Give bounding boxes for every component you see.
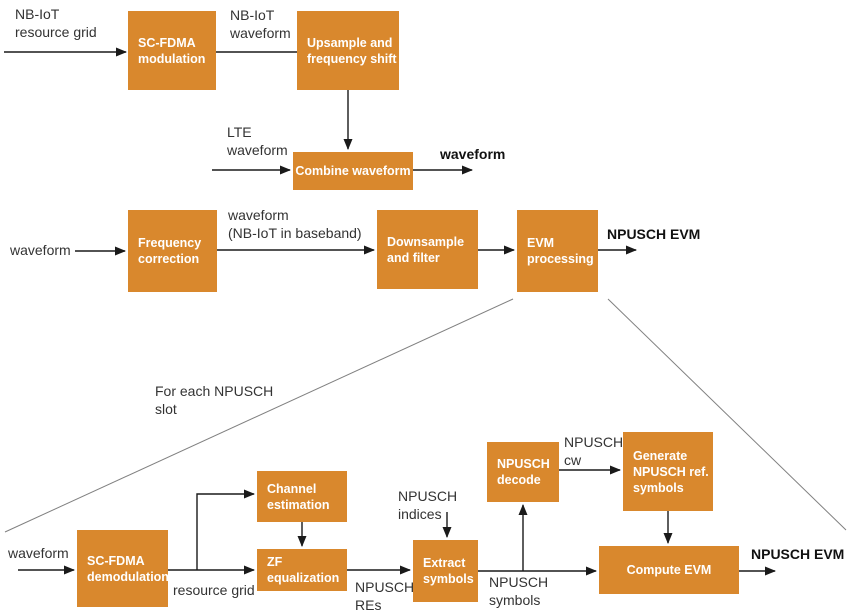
block-evm-processing-label: EVM processing — [527, 236, 594, 266]
label-npusch-res: NPUSCH REs — [355, 579, 415, 611]
label-npusch-symbols: NPUSCH symbols — [489, 574, 549, 608]
block-frequency-correction: Frequency correction — [128, 210, 217, 292]
block-npusch-decode: NPUSCH decode — [487, 442, 559, 502]
block-channel-estimation: Channel estimation — [257, 471, 347, 522]
block-evm-processing: EVM processing — [517, 210, 598, 292]
block-sc-fdma-modulation-label: SC-FDMA modulation — [138, 35, 206, 66]
label-combined-waveform: waveform — [440, 146, 506, 162]
block-sc-fdma-demodulation-label: SC-FDMA demodulation — [87, 553, 169, 584]
block-combine-waveform: Combine waveform — [293, 152, 413, 190]
label-npusch-cw: NPUSCH cw — [564, 434, 624, 468]
block-sc-fdma-modulation: SC-FDMA modulation — [128, 11, 216, 90]
block-sc-fdma-demodulation: SC-FDMA demodulation — [77, 530, 169, 607]
block-downsample-filter-label: Downsample and filter — [387, 234, 465, 265]
label-waveform-baseband: waveform (NB-IoT in baseband) — [228, 207, 362, 241]
block-upsample-frequency-shift: Upsample and frequency shift — [297, 11, 399, 90]
block-generate-npusch-ref-symbols: Generate NPUSCH ref. symbols — [623, 432, 713, 511]
label-nbiot-waveform: NB-IoT waveform — [230, 7, 291, 41]
label-nbiot-resource-grid: NB-IoT resource grid — [15, 6, 97, 40]
block-combine-waveform-label: Combine waveform — [295, 164, 411, 178]
label-resource-grid: resource grid — [173, 582, 255, 598]
expand-line-left — [4, 298, 514, 533]
block-npusch-decode-label: NPUSCH decode — [497, 457, 550, 487]
block-upsample-frequency-shift-label: Upsample and frequency shift — [307, 35, 397, 66]
label-npusch-indices: NPUSCH indices — [398, 488, 458, 522]
label-waveform-in: waveform — [10, 242, 71, 258]
block-frequency-correction-label: Frequency correction — [138, 236, 202, 266]
expand-line-right — [607, 298, 847, 531]
block-compute-evm: Compute EVM — [599, 546, 739, 594]
label-for-each-npusch-slot: For each NPUSCH slot — [155, 383, 274, 417]
arrow-branch-to-channel-est — [196, 489, 255, 570]
block-compute-evm-label: Compute EVM — [626, 563, 712, 577]
block-extract-symbols: Extract symbols — [413, 540, 478, 602]
block-downsample-filter: Downsample and filter — [377, 210, 478, 289]
label-waveform-bottom: waveform — [8, 545, 69, 561]
block-zf-equalization-label: ZF equalization — [267, 555, 340, 585]
block-channel-estimation-label: Channel estimation — [267, 481, 330, 512]
block-extract-symbols-label: Extract symbols — [423, 556, 474, 586]
block-zf-equalization: ZF equalization — [257, 549, 347, 591]
label-npusch-evm-top: NPUSCH EVM — [607, 226, 701, 242]
label-lte-waveform: LTE waveform — [227, 124, 288, 158]
block-generate-npusch-ref-symbols-label: Generate NPUSCH ref. symbols — [633, 448, 709, 495]
label-npusch-evm-bottom: NPUSCH EVM — [751, 546, 845, 562]
